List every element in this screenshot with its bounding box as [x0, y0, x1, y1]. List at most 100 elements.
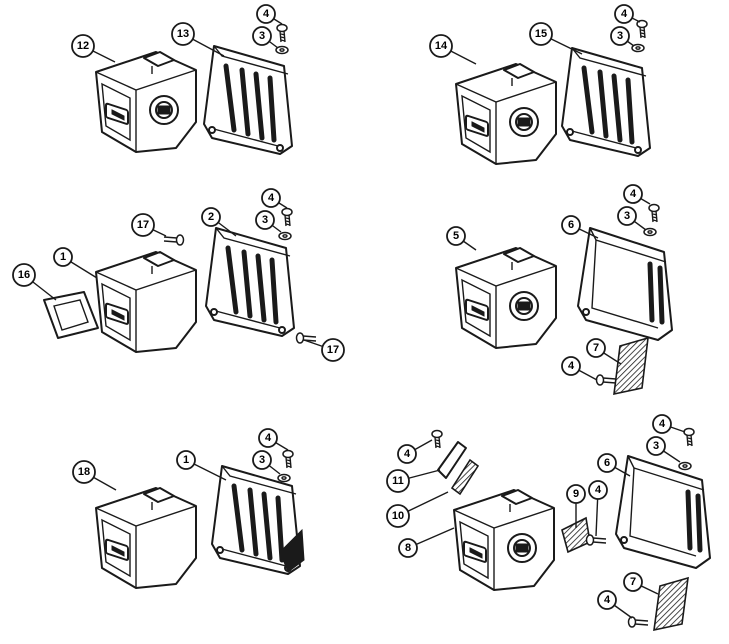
- callout-circle: [614, 4, 634, 24]
- callout-label-3: 3: [653, 440, 659, 452]
- callout-circle: [397, 444, 417, 464]
- callout-label-1: 1: [183, 454, 189, 466]
- muffler-housing-1: [95, 251, 197, 353]
- callout-circle: [429, 34, 453, 58]
- callout-circle: [561, 215, 581, 235]
- callout-circle: [566, 484, 586, 504]
- deflector-11: [437, 441, 467, 479]
- screw-4: [276, 23, 288, 43]
- gasket-16: [43, 291, 99, 339]
- callout-label-4: 4: [604, 594, 611, 606]
- callout-label-8: 8: [405, 542, 411, 554]
- muffler-housing-18: [95, 487, 197, 589]
- callout-circle: [171, 22, 195, 46]
- callout-circle: [623, 184, 643, 204]
- callout-circle: [12, 263, 36, 287]
- callout-label-4: 4: [263, 8, 270, 20]
- callout-label-4: 4: [265, 432, 272, 444]
- callout-label-18: 18: [78, 466, 90, 478]
- muffler-housing-8: [454, 490, 554, 590]
- parts-artwork: [43, 19, 710, 632]
- callout-circle: [586, 338, 606, 358]
- finned-shell-15: [562, 48, 650, 156]
- screw-4: [683, 427, 695, 447]
- callout-label-10: 10: [392, 510, 404, 522]
- callout-circle: [398, 538, 418, 558]
- callout-circle: [646, 436, 666, 456]
- screw-4: [585, 534, 607, 546]
- callout-circle: [561, 356, 581, 376]
- callout-circle: [72, 460, 96, 484]
- screen-7: [613, 336, 649, 396]
- callout-label-12: 12: [77, 40, 89, 52]
- callout-label-4: 4: [568, 360, 575, 372]
- callout-circle: [597, 590, 617, 610]
- callout-circle: [386, 469, 410, 493]
- washer-3: [277, 473, 291, 483]
- callout-circle: [321, 338, 345, 362]
- callout-label-5: 5: [453, 230, 459, 242]
- callout-circle: [652, 414, 672, 434]
- callout-label-3: 3: [624, 210, 630, 222]
- screw-4: [282, 449, 294, 469]
- callout-label-3: 3: [262, 214, 268, 226]
- callout-label-3: 3: [259, 30, 265, 42]
- callout-label-4: 4: [630, 188, 637, 200]
- callout-circle: [261, 188, 281, 208]
- callout-label-7: 7: [593, 342, 599, 354]
- callout-label-17: 17: [137, 219, 149, 231]
- finned-shell-13: [204, 46, 292, 154]
- callout-label-1: 1: [60, 251, 66, 263]
- muffler-housing-5: [456, 248, 556, 348]
- muffler-housing-12: [96, 52, 196, 152]
- callout-circle: [131, 213, 155, 237]
- callout-circle: [255, 210, 275, 230]
- callout-label-13: 13: [177, 28, 189, 40]
- callout-label-6: 6: [568, 219, 574, 231]
- callout-circle: [529, 22, 553, 46]
- callout-label-11: 11: [392, 475, 404, 487]
- screw-4: [281, 207, 293, 227]
- screen-10: [450, 458, 480, 496]
- bolt-17: [163, 234, 185, 246]
- callout-circle: [610, 26, 630, 46]
- callout-circle: [252, 26, 272, 46]
- callout-label-15: 15: [535, 28, 547, 40]
- callout-label-4: 4: [659, 418, 666, 430]
- callout-label-2: 2: [208, 211, 214, 223]
- callout-label-14: 14: [435, 40, 448, 52]
- screw-4: [431, 429, 443, 449]
- washer-3: [278, 231, 292, 241]
- callout-label-4: 4: [404, 448, 411, 460]
- callout-label-3: 3: [259, 454, 265, 466]
- callout-label-3: 3: [617, 30, 623, 42]
- washer-3: [678, 461, 692, 471]
- callout-label-17: 17: [327, 344, 339, 356]
- callout-label-16: 16: [18, 269, 30, 281]
- screen-7: [653, 576, 689, 632]
- callout-label-7: 7: [630, 576, 636, 588]
- callout-circle: [201, 207, 221, 227]
- finned-shell-2: [206, 228, 294, 336]
- callout-circle: [597, 453, 617, 473]
- callout-label-6: 6: [604, 457, 610, 469]
- callout-circle: [176, 450, 196, 470]
- callout-label-4: 4: [595, 484, 602, 496]
- callout-label-4: 4: [268, 192, 275, 204]
- callout-circle: [252, 450, 272, 470]
- callout-circle: [386, 504, 410, 528]
- callout-circle: [71, 34, 95, 58]
- callout-circle: [623, 572, 643, 592]
- callout-circle: [53, 247, 73, 267]
- callout-circle: [446, 226, 466, 246]
- screw-4: [627, 616, 649, 628]
- callout-label-4: 4: [621, 8, 628, 20]
- callout-label-9: 9: [573, 488, 579, 500]
- screw-4: [595, 374, 617, 386]
- callout-circle: [256, 4, 276, 24]
- screw-4: [648, 203, 660, 223]
- rear-shell-6: [616, 456, 710, 568]
